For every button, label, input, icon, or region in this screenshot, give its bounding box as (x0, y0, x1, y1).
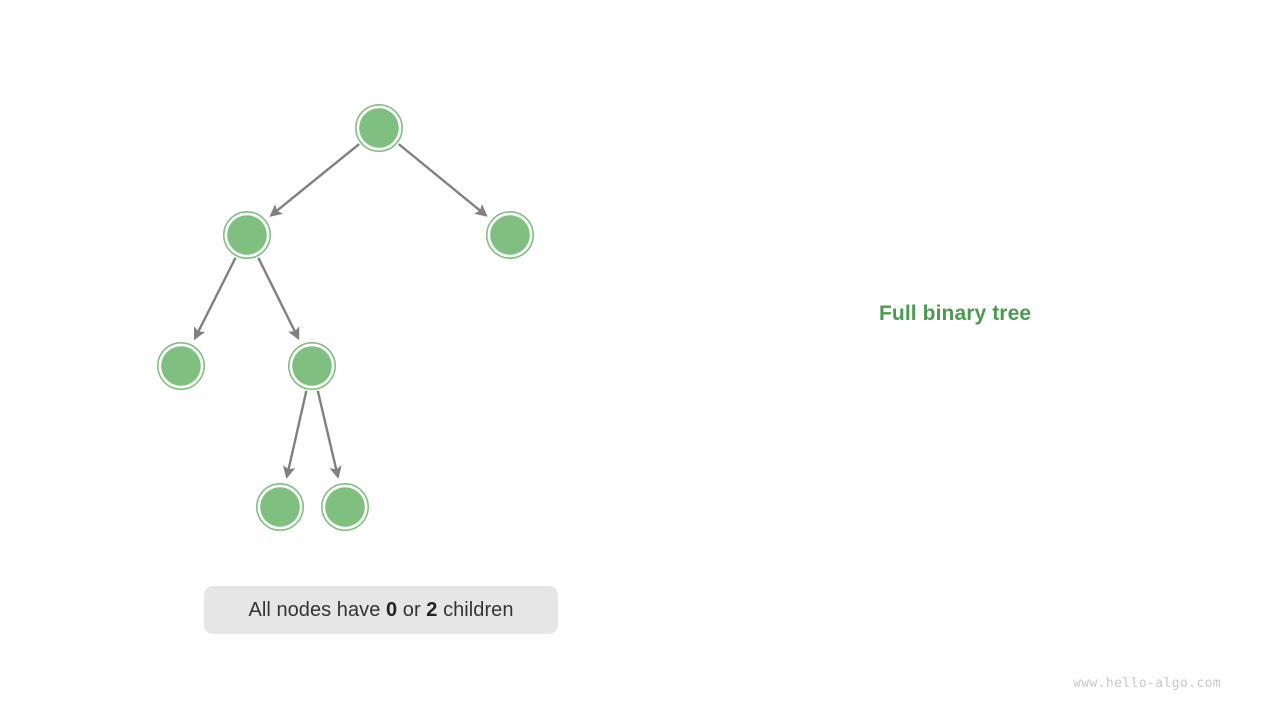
tree-edge-layer (193, 143, 488, 479)
tree-node-layer (157, 104, 534, 531)
tree-node (485, 211, 534, 260)
tree-node-ring (223, 211, 272, 260)
tree-node (255, 482, 304, 531)
caption-middle: or (397, 598, 427, 621)
tree-edge (397, 143, 488, 217)
tree-edge (269, 143, 360, 217)
tree-edge (316, 390, 342, 479)
tree-edge (257, 257, 300, 341)
tree-node-fill (161, 346, 201, 386)
caption-text: All nodes have 0 or 2 children (248, 599, 513, 622)
tree-edge (283, 390, 308, 479)
tree-node-ring (287, 341, 336, 390)
caption-suffix: children (437, 598, 514, 621)
tree-node (287, 341, 336, 390)
tree-node-ring (354, 104, 403, 153)
tree-node-fill (359, 108, 399, 148)
watermark: www.hello-algo.com (1073, 676, 1222, 691)
tree-node (223, 211, 272, 260)
tree-node-fill (292, 346, 332, 386)
caption-bold-two: 2 (426, 598, 438, 621)
tree-node (157, 341, 206, 390)
tree-node-ring (320, 482, 369, 531)
caption-pill: All nodes have 0 or 2 children (204, 586, 558, 634)
tree-node-ring (485, 211, 534, 260)
caption-bold-zero: 0 (385, 598, 398, 621)
caption-prefix: All nodes have (248, 598, 386, 621)
tree-node-ring (157, 341, 206, 390)
tree-node (354, 104, 403, 153)
tree-node-fill (325, 487, 365, 527)
tree-node-fill (490, 215, 530, 255)
tree-edge (193, 257, 237, 341)
tree-node-fill (227, 215, 267, 255)
tree-node (320, 482, 369, 531)
tree-node-fill (260, 487, 300, 527)
diagram-title: Full binary tree (879, 302, 1032, 325)
tree-node-ring (255, 482, 304, 531)
